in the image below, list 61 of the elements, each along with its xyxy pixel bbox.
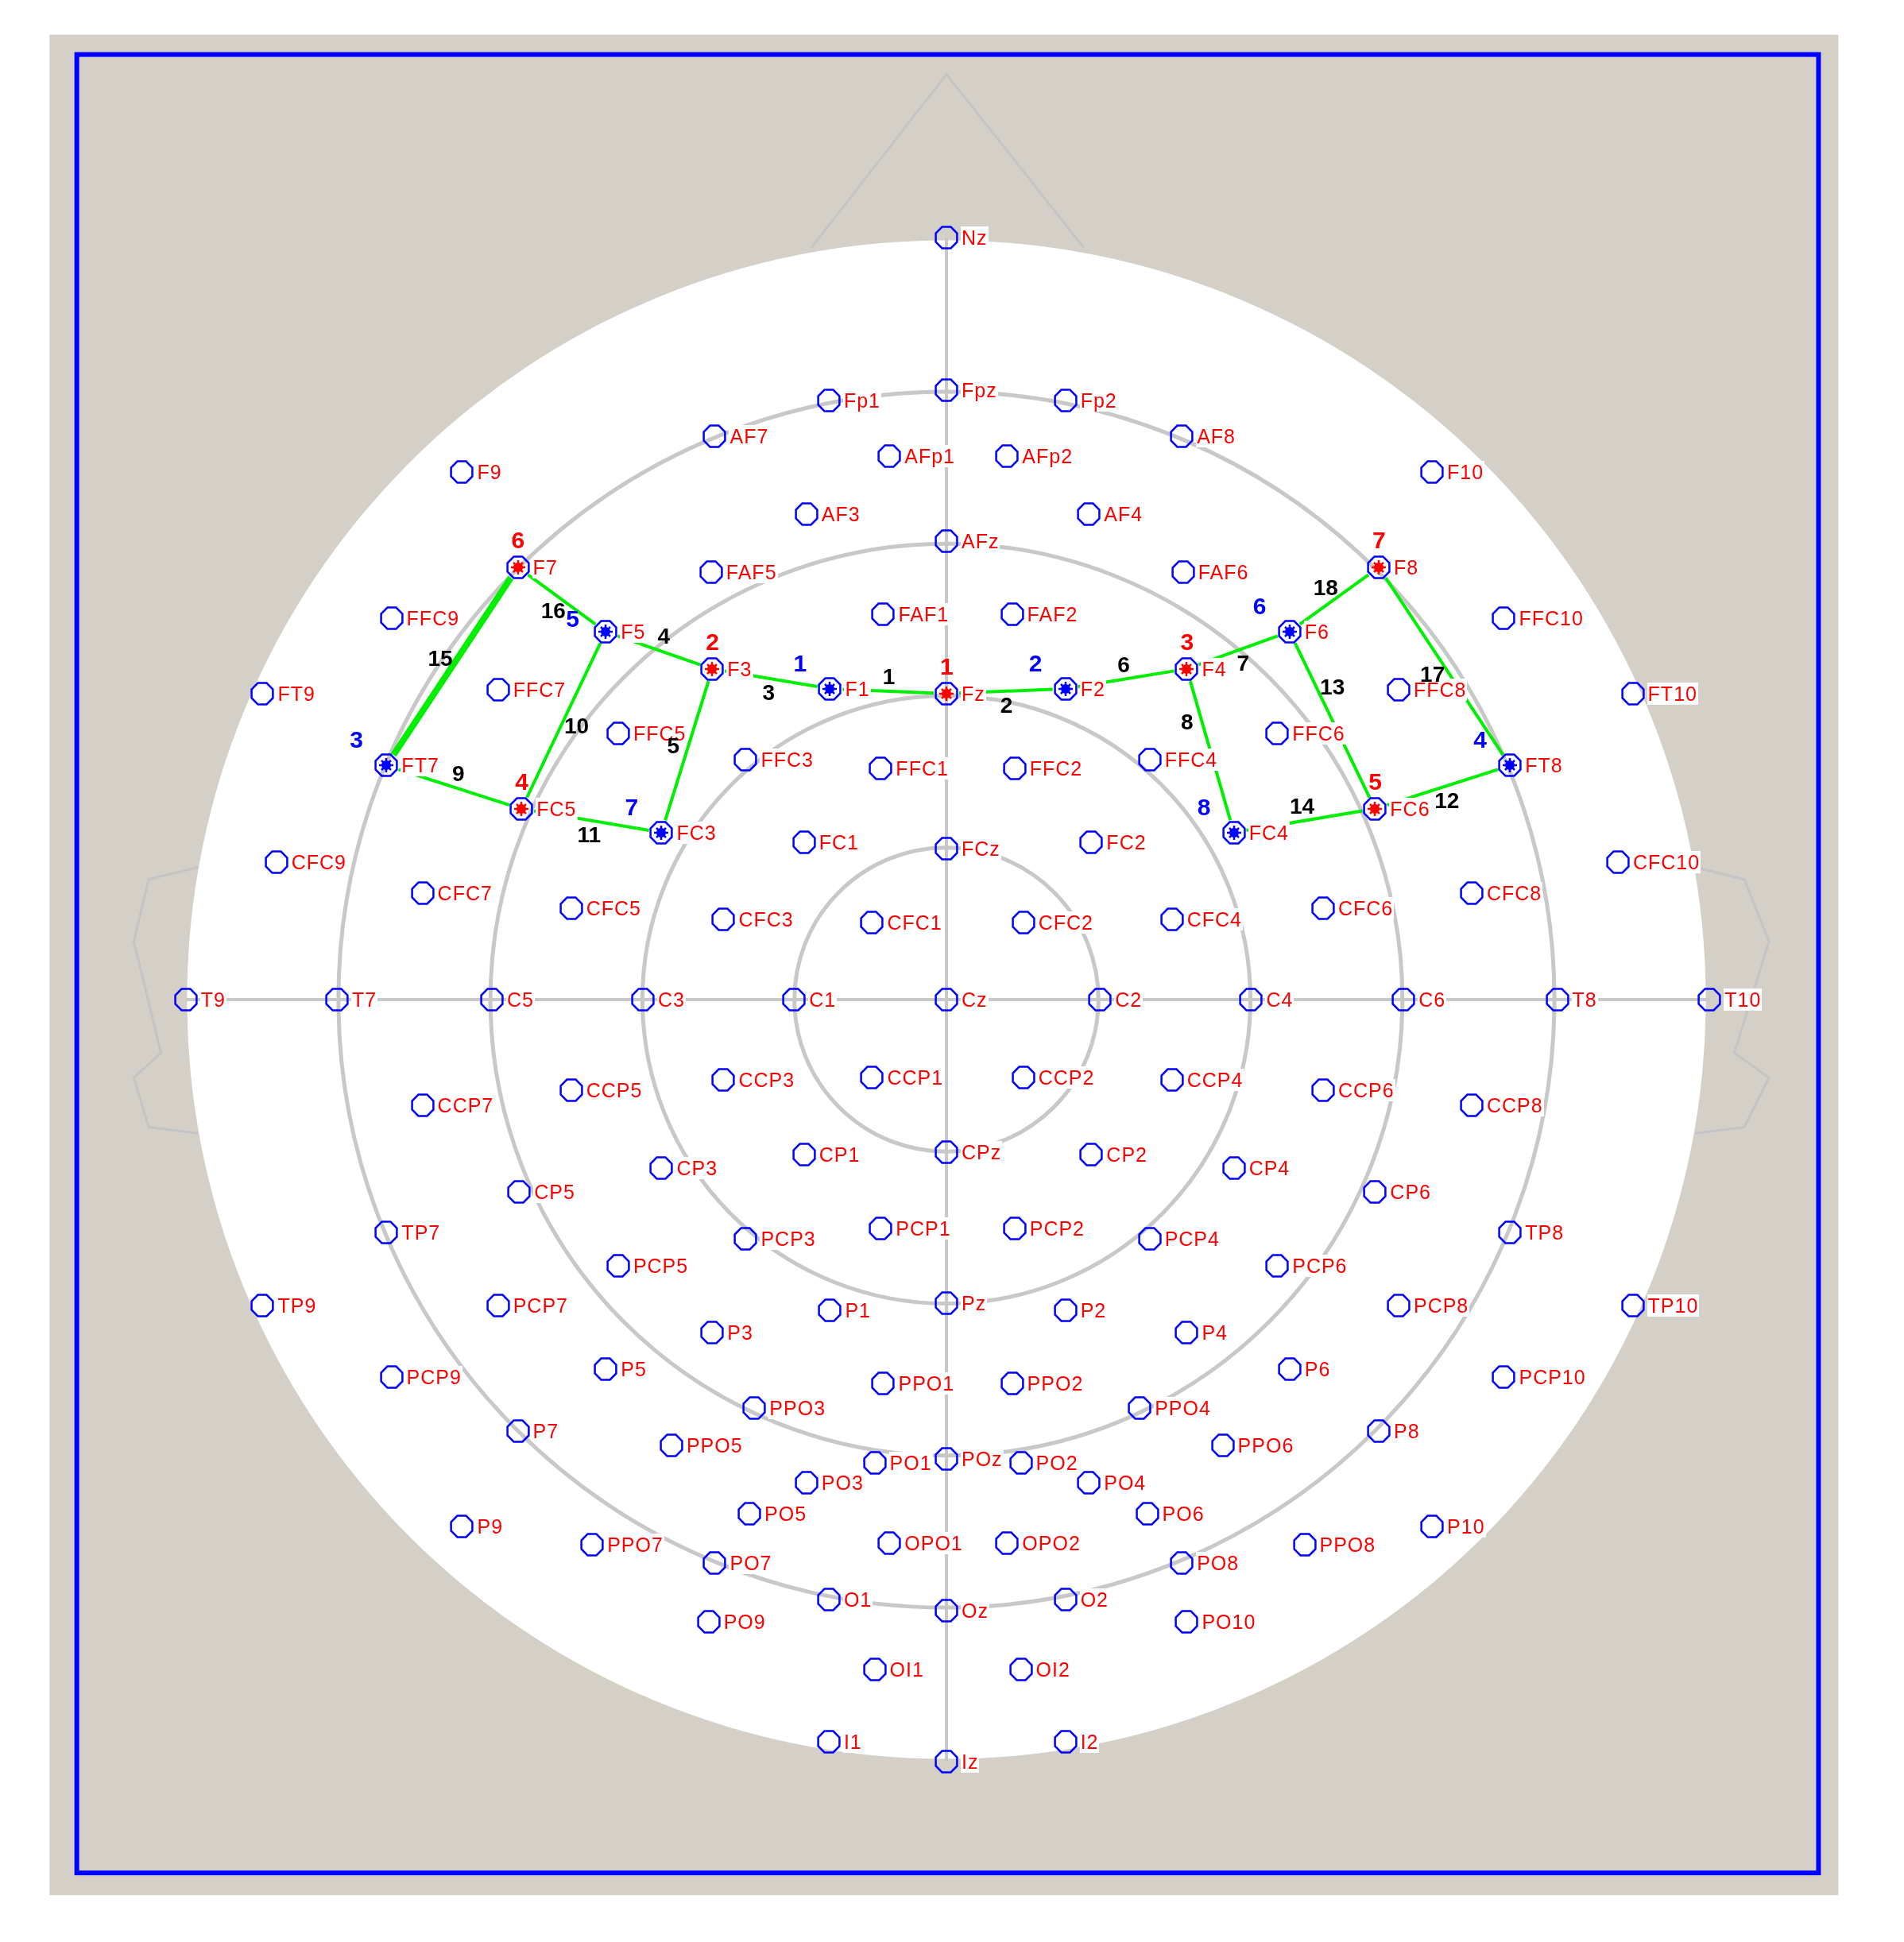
electrode-label: T10 [1724,988,1763,1011]
channel-line [525,642,602,799]
detector-number: 2 [1028,650,1043,676]
electrode-label: FFC4 [1163,748,1219,771]
source-number: 3 [1180,629,1194,655]
detector-number: 6 [1252,594,1267,619]
electrode-label: CCP4 [1186,1069,1244,1092]
detector-number: 3 [350,727,364,753]
channel-number: 9 [452,762,465,785]
electrode-label: CFC10 [1631,850,1701,873]
channel-line [1293,642,1372,799]
electrode-label: TP10 [1647,1294,1700,1317]
electrode-label: PCP1 [895,1217,952,1240]
detector-number: 1 [793,650,807,676]
electrode-label: FC3 [675,821,718,844]
electrode-label: CCP6 [1337,1078,1395,1101]
detector-number: 8 [1197,794,1211,820]
detector-number: 4 [1473,727,1487,753]
channel-number: 10 [563,715,590,738]
channel-number: 12 [1434,789,1460,812]
channel-number: 7 [1236,652,1249,675]
channel-number: 6 [1117,653,1130,676]
channel-line [1298,573,1370,626]
channel-line [617,634,701,667]
electrode-label: CFC6 [1337,896,1395,919]
channel-number: 11 [577,823,602,846]
detector-number: 7 [625,794,639,820]
channel-number: 14 [1289,795,1315,818]
electrode-label: CFC2 [1037,911,1094,934]
electrode-label: OPO1 [904,1532,964,1555]
channel-line [664,680,710,821]
channel-number: 15 [428,647,453,670]
detector-number: 5 [566,606,579,632]
electrode-label: PCP6 [1291,1255,1349,1278]
channel-line [398,768,510,807]
channel-number: 1 [882,665,896,688]
channel-line [527,573,597,626]
source-number: 4 [515,768,528,795]
channel-number: 3 [762,682,776,704]
channel-line [1386,768,1499,807]
channel-number: 4 [657,625,671,648]
channel-line [390,576,514,757]
electrode-label: FT10 [1647,682,1698,705]
source-number: 1 [940,653,954,679]
electrode-label: FFC6 [1291,721,1346,745]
channel-number: 13 [1320,676,1345,699]
electrode-label: FFC1 [895,756,950,780]
electrode-label: CCP2 [1037,1066,1096,1089]
channel-number: 16 [540,600,566,622]
channel-number: 8 [1181,710,1194,733]
channel-number: 18 [1313,576,1338,599]
channel-line [1198,634,1279,667]
source-number: 2 [706,629,720,655]
channel-number: 2 [1000,694,1013,717]
electrode-label: FC5 [536,797,578,820]
electrode-label: FAF1 [897,603,950,626]
source-number: 7 [1372,527,1386,553]
electrode-label: CFC4 [1186,907,1243,930]
source-number: 6 [511,527,525,553]
channel-line [1384,577,1505,756]
source-number: 5 [1368,768,1383,795]
